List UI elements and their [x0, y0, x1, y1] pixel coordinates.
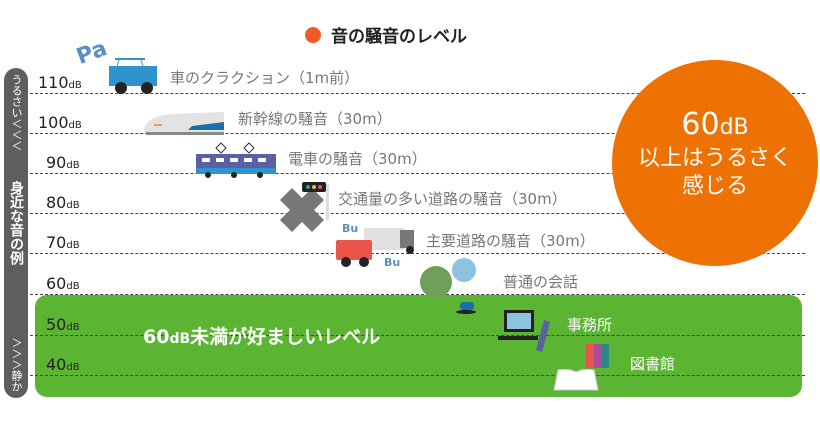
- level-label-90: 90dB: [46, 153, 80, 172]
- example-library: 図書館: [630, 355, 676, 373]
- svg-text:Bu: Bu: [342, 222, 358, 235]
- level-line-80: [30, 213, 805, 214]
- level-label-50: 50dB: [46, 315, 80, 334]
- svg-text:Pa: Pa: [75, 40, 110, 70]
- train-icon: [196, 142, 276, 178]
- example-train: 電車の騒音（30m）: [288, 150, 427, 168]
- svg-text:Bu: Bu: [384, 256, 400, 269]
- level-line-60: [30, 294, 805, 295]
- computer-phone-icon: [498, 310, 550, 352]
- example-bullet-train: 新幹線の騒音（30m）: [238, 110, 392, 128]
- chart-title: 音の騒音のレベル: [305, 22, 467, 47]
- level-line-50: [30, 335, 805, 336]
- intersection-icon: [280, 182, 329, 232]
- level-line-40: [30, 375, 805, 376]
- example-car-horn: 車のクラクション（1m前）: [170, 69, 360, 87]
- loud-threshold-callout: 60dB 以上はうるさく 感じる: [612, 60, 818, 266]
- example-main-road: 主要道路の騒音（30m）: [426, 232, 595, 250]
- level-label-60: 60dB: [46, 274, 80, 293]
- level-label-40: 40dB: [46, 355, 80, 374]
- level-line-90: [30, 173, 805, 174]
- level-line-100: [30, 133, 805, 134]
- example-office: 事務所: [567, 316, 613, 334]
- scale-title: 身近な音の例: [8, 181, 24, 265]
- level-line-70: [30, 253, 805, 254]
- title-dot-icon: [305, 26, 321, 43]
- level-label-110: 110dB: [38, 73, 82, 92]
- quiet-label: ＞＞＞静か: [10, 337, 23, 392]
- level-label-70: 70dB: [46, 233, 80, 252]
- level-label-100: 100dB: [38, 113, 82, 132]
- car-horn-icon: Pa: [75, 40, 157, 94]
- preferred-level-text: 60dB未満が好ましいレベル: [143, 326, 381, 348]
- level-line-110: [30, 93, 805, 94]
- truck-icon: Bu Bu: [336, 222, 414, 269]
- loudness-scale-bar: うるさい＜＜＜ 身近な音の例 ＞＞＞静か: [4, 68, 28, 398]
- bullet-train-icon: [144, 112, 224, 135]
- example-conversation: 普通の会話: [503, 273, 579, 291]
- books-icon: [553, 344, 609, 391]
- preferred-level-zone: [35, 295, 802, 397]
- level-label-80: 80dB: [46, 193, 80, 212]
- loud-label: うるさい＜＜＜: [10, 74, 23, 151]
- chat-icon: [420, 258, 476, 314]
- example-busy-road: 交通量の多い道路の騒音（30m）: [338, 190, 567, 208]
